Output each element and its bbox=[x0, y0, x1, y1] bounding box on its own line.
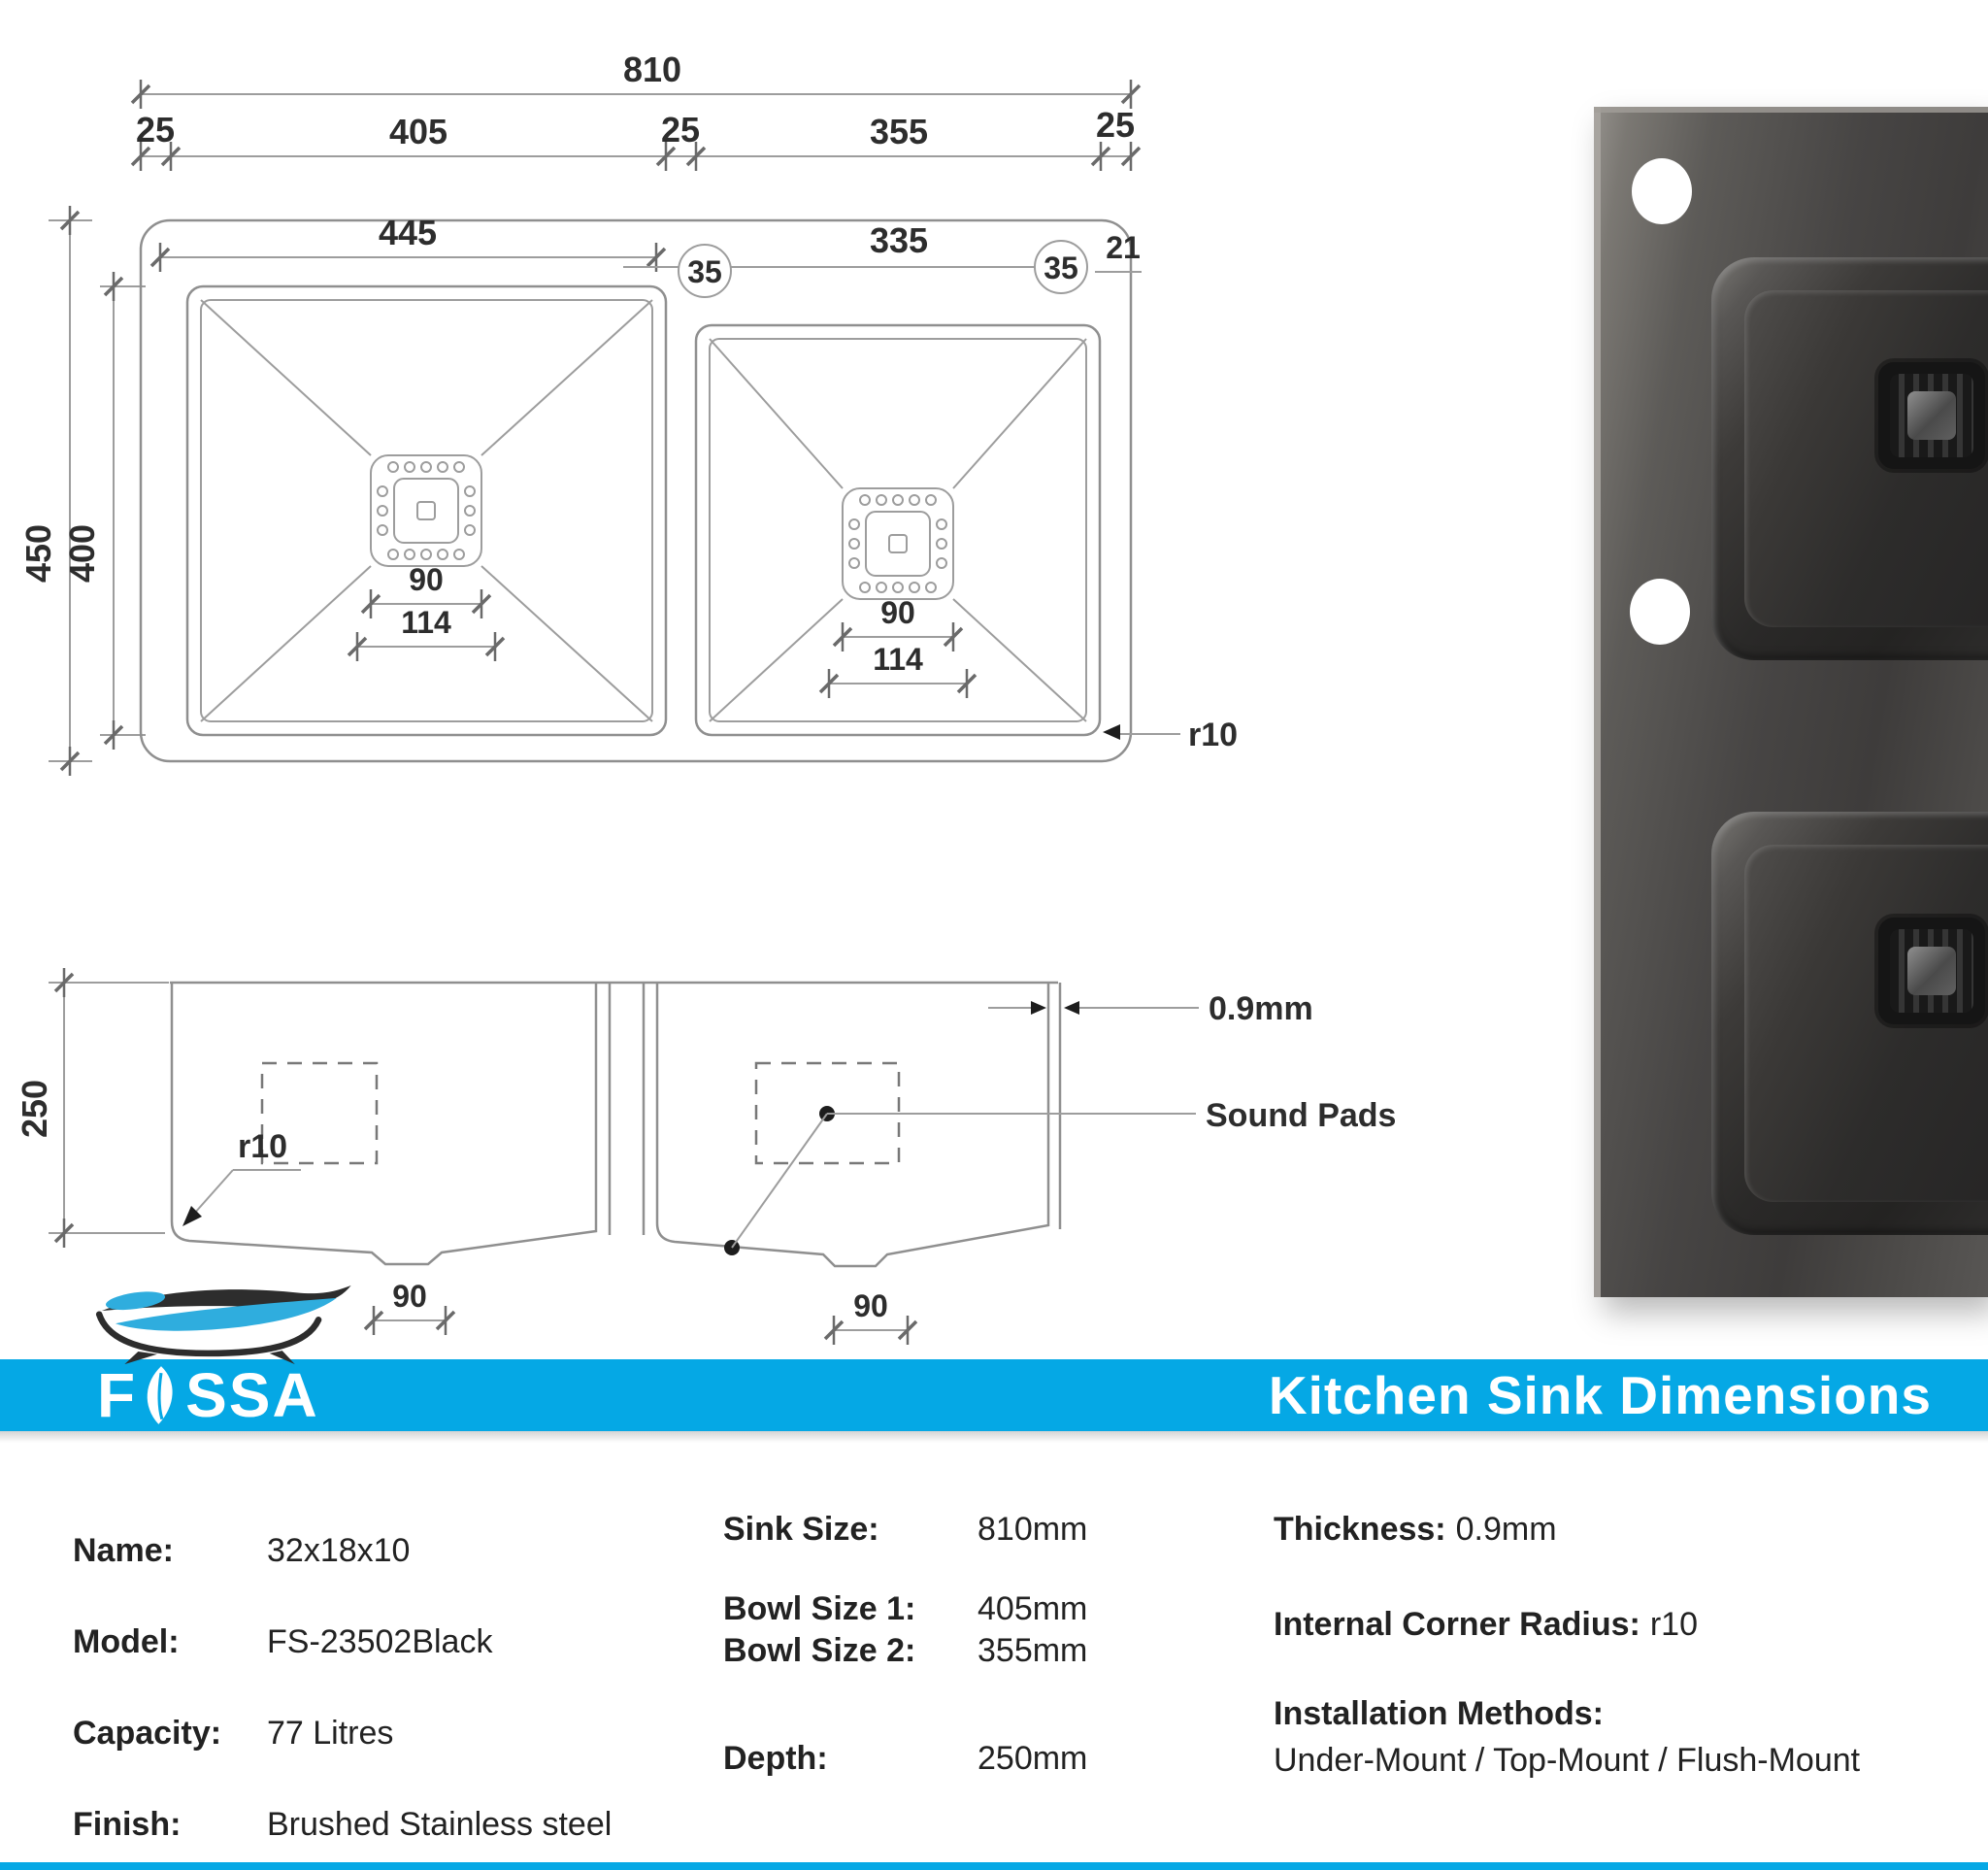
dim-400: 400 bbox=[62, 524, 102, 583]
spec-install-value: Under-Mount / Top-Mount / Flush-Mount bbox=[1274, 1742, 1861, 1779]
spec-capacity-label: Capacity: bbox=[73, 1715, 222, 1752]
spec-name-row: Name: 32x18x10 bbox=[73, 1532, 410, 1570]
dim-335: 335 bbox=[870, 220, 928, 260]
dim-250: 250 bbox=[15, 1080, 54, 1138]
spec-name-value: 32x18x10 bbox=[267, 1532, 411, 1569]
spec-install-label-row: Installation Methods: bbox=[1274, 1695, 1604, 1733]
dim-drain2-114: 114 bbox=[873, 642, 923, 677]
dim-25-c: 25 bbox=[1096, 105, 1135, 145]
spec-depth-row: Depth: 250mm bbox=[723, 1740, 1087, 1778]
sound-pad-1 bbox=[260, 1061, 379, 1165]
brand-banner bbox=[0, 1359, 1988, 1431]
spec-model-value: FS-23502Black bbox=[267, 1623, 493, 1660]
plan-view: 90 114 90 114 445 335 bbox=[139, 213, 1238, 763]
section-view: Sound Pads 0.9mm 250 r10 90 90 bbox=[15, 966, 1396, 1347]
spec-sink-size-row: Sink Size: 810mm bbox=[723, 1511, 1087, 1549]
photo-drain-2 bbox=[1878, 918, 1985, 1024]
sound-pad-2 bbox=[754, 1061, 901, 1165]
spec-bowl2-value: 355mm bbox=[977, 1632, 1088, 1669]
dim-355: 355 bbox=[870, 112, 928, 151]
dim-405: 405 bbox=[389, 112, 447, 151]
faucet-hole-1 bbox=[1632, 158, 1692, 224]
spec-capacity-row: Capacity: 77 Litres bbox=[73, 1715, 393, 1753]
spec-depth-value: 250mm bbox=[977, 1740, 1088, 1777]
spec-thickness-row: Thickness: 0.9mm bbox=[1274, 1511, 1557, 1549]
spec-bowl2-label: Bowl Size 2: bbox=[723, 1632, 916, 1669]
dim-25-a: 25 bbox=[136, 110, 175, 150]
wordmark-ssa: SSA bbox=[185, 1360, 319, 1430]
spec-radius-value: r10 bbox=[1649, 1606, 1698, 1643]
sound-pads-label: Sound Pads bbox=[1206, 1097, 1396, 1134]
product-photo bbox=[1594, 107, 1988, 1297]
photo-drain-2-core bbox=[1907, 947, 1956, 995]
top-dimension-chain: 810 25 405 25 355 25 bbox=[130, 50, 1142, 173]
radius-badge-2 bbox=[1034, 240, 1088, 294]
spec-thickness-label: Thickness: bbox=[1274, 1511, 1446, 1548]
dim-drain1-114: 114 bbox=[401, 605, 451, 640]
spec-sink-size-value: 810mm bbox=[977, 1511, 1088, 1548]
faucet-hole-2 bbox=[1630, 579, 1690, 645]
section-dim-90-a: 90 bbox=[392, 1279, 427, 1314]
dim-drain2-90: 90 bbox=[880, 595, 915, 630]
spec-install-value-row: Under-Mount / Top-Mount / Flush-Mount bbox=[1274, 1742, 1860, 1780]
dim-450: 450 bbox=[18, 524, 58, 583]
spec-model-label: Model: bbox=[73, 1623, 180, 1660]
dim-25-b: 25 bbox=[661, 110, 700, 150]
dim-drain1-90: 90 bbox=[409, 562, 444, 597]
spec-finish-label: Finish: bbox=[73, 1806, 182, 1843]
spec-install-label: Installation Methods: bbox=[1274, 1695, 1604, 1732]
radius-badge-1 bbox=[678, 244, 732, 298]
banner-title: Kitchen Sink Dimensions bbox=[1268, 1365, 1932, 1425]
banner-shadow bbox=[0, 1431, 1988, 1443]
photo-drain-1 bbox=[1878, 362, 1985, 469]
sink-edge-highlight-top bbox=[1594, 107, 1988, 113]
spec-sink-size-label: Sink Size: bbox=[723, 1511, 879, 1548]
spec-radius-label: Internal Corner Radius: bbox=[1274, 1606, 1640, 1643]
spec-bowl1-row: Bowl Size 1: 405mm bbox=[723, 1590, 1087, 1628]
section-r10-label: r10 bbox=[238, 1128, 287, 1165]
section-dim-90-b: 90 bbox=[853, 1288, 888, 1323]
spec-finish-value: Brushed Stainless steel bbox=[267, 1806, 613, 1843]
badge-35-b: 35 bbox=[1044, 250, 1078, 285]
bottom-accent-strip bbox=[0, 1862, 1988, 1870]
spec-thickness-value: 0.9mm bbox=[1455, 1511, 1557, 1548]
photo-drain-1-core bbox=[1907, 391, 1956, 440]
thickness-label: 0.9mm bbox=[1209, 990, 1313, 1027]
brand-wordmark: F SSA bbox=[97, 1360, 319, 1430]
badge-35-a: 35 bbox=[687, 254, 722, 289]
dim-810: 810 bbox=[623, 50, 681, 89]
spec-bowl2-row: Bowl Size 2: 355mm bbox=[723, 1632, 1087, 1670]
spec-finish-row: Finish: Brushed Stainless steel bbox=[73, 1806, 612, 1844]
spec-radius-row: Internal Corner Radius: r10 bbox=[1274, 1606, 1698, 1644]
wordmark-f: F bbox=[97, 1360, 138, 1430]
spec-bowl1-value: 405mm bbox=[977, 1590, 1088, 1627]
dim-445: 445 bbox=[379, 213, 437, 252]
spec-depth-label: Depth: bbox=[723, 1740, 828, 1777]
plan-r10-label: r10 bbox=[1188, 717, 1238, 753]
spec-capacity-value: 77 Litres bbox=[267, 1715, 394, 1752]
spec-bowl1-label: Bowl Size 1: bbox=[723, 1590, 916, 1627]
bathtub-logo-icon bbox=[95, 1285, 351, 1365]
spec-name-label: Name: bbox=[73, 1532, 174, 1569]
sink-edge-highlight bbox=[1594, 107, 1601, 1297]
leaf-o-icon bbox=[147, 1366, 173, 1424]
photo-bowl-2 bbox=[1711, 812, 1988, 1235]
spec-model-row: Model: FS-23502Black bbox=[73, 1623, 492, 1661]
left-dimension-chain: 450 400 bbox=[18, 204, 146, 778]
dim-21: 21 bbox=[1106, 230, 1141, 265]
